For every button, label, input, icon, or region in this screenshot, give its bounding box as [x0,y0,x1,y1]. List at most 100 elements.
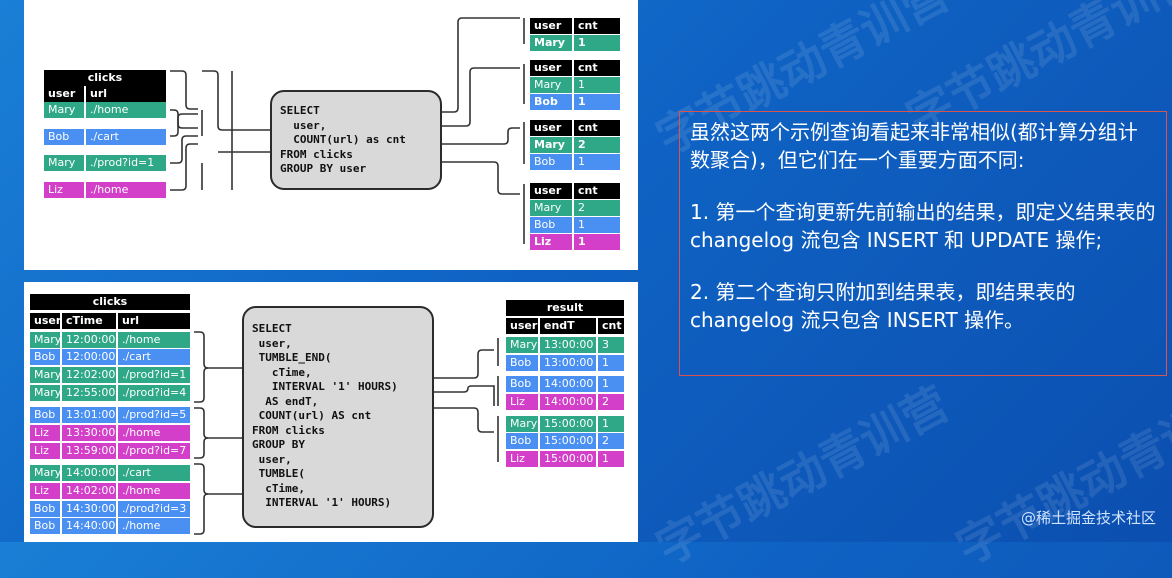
table-cell: Mary [30,385,60,401]
column-header: user [506,318,538,334]
table-cell: ./prod?id=5 [118,407,190,423]
watermark-text: 字节跳动青训营 [647,376,958,576]
table-cell: Bob [530,217,572,233]
sql-line: TUMBLE_END( [252,351,332,364]
table-cell: Bob [44,129,84,145]
table-cell: 14:30:00 [62,501,116,517]
table-cell: ./prod?id=1 [118,367,190,383]
sql-line: cTime, [252,481,305,495]
table-cell: 1 [574,217,620,233]
description-paragraph: 1. 第一个查询更新先前输出的结果，即定义结果表的 changelog 流包含 … [690,200,1156,252]
sql-line: AS endT, [252,394,319,408]
table-cell: Liz [506,394,538,410]
table-cell: 13:30:00 [62,425,116,441]
table-cell: 14:00:00 [540,394,596,410]
sql-line: GROUP BY [252,438,305,451]
description-paragraph: 虽然这两个示例查询看起来非常相似(都计算分组计数聚合)，但它们在一个重要方面不同… [690,120,1138,172]
table-cell: ./prod?id=3 [118,501,190,517]
table-cell: 14:40:00 [62,518,116,534]
table-cell: Mary [30,332,60,348]
column-header: user [530,18,572,34]
table-cell: 1 [574,154,620,170]
diagram-panel-bottom: clicks user cTime url Mary 12:00:00 ./ho… [24,282,638,542]
column-header: cnt [574,120,620,136]
sql-line: INTERVAL '1' HOURS) [252,380,398,393]
table-cell: 3 [598,337,624,353]
table-cell: ./home [86,102,166,118]
sql-line: TUMBLE( [252,467,305,480]
table-cell: ./cart [118,349,190,365]
sql-window-query-box: SELECT user, TUMBLE_END( cTime, INTERVAL… [242,306,434,528]
table-title: result [506,300,624,316]
column-header: cnt [574,60,620,76]
table-cell: 2 [598,433,624,449]
table-cell: 15:00:00 [540,433,596,449]
table-cell: Mary [506,337,538,353]
column-header: cnt [598,318,624,334]
table-cell: ./home [118,518,190,534]
table-cell: 15:00:00 [540,451,596,467]
table-cell: 1 [598,355,624,371]
table-cell: 2 [574,200,620,216]
column-header: user [530,120,572,136]
table-cell: ./prod?id=7 [118,443,190,459]
table-cell: Mary [44,155,84,171]
table-cell: Liz [44,182,84,198]
connector-lines-top [170,17,525,244]
table-cell: Liz [506,451,538,467]
sql-line: FROM clicks [252,423,325,437]
table-cell: Liz [30,443,60,459]
table-cell: 13:00:00 [540,355,596,371]
sql-line: GROUP BY user [280,162,367,175]
table-cell: ./cart [86,129,166,145]
table-cell: ./home [86,182,166,198]
source-credit: @稀土掘金技术社区 [1020,509,1156,527]
table-cell: Mary [44,102,84,118]
table-cell: 1 [574,77,620,93]
table-cell: 2 [598,394,624,410]
table-cell: 13:00:00 [540,337,596,353]
table-cell: Bob [30,349,60,365]
table-cell: 1 [574,234,620,250]
table-cell: 1 [598,451,624,467]
column-header: url [118,313,190,329]
column-header: cnt [574,18,620,34]
table-title: clicks [44,70,166,86]
column-header: user [530,60,572,76]
table-cell: Mary [506,416,538,432]
sql-line: SELECT [280,104,320,117]
table-cell: 1 [574,35,620,51]
description-box: 虽然这两个示例查询看起来非常相似(都计算分组计数聚合)，但它们在一个重要方面不同… [679,111,1167,376]
sql-line: user, [252,452,292,466]
sql-line: COUNT(url) AS cnt [252,409,372,422]
table-cell: Mary [30,367,60,383]
table-cell: ./prod?id=1 [86,155,166,171]
column-header: user [30,313,60,329]
column-header: user [44,86,84,102]
column-header: cTime [62,313,116,329]
table-cell: ./home [118,425,190,441]
table-cell: Mary [530,200,572,216]
column-header: url [86,86,166,102]
table-cell: 13:59:00 [62,443,116,459]
table-cell: 12:55:00 [62,385,116,401]
sql-line: SELECT [252,322,292,335]
table-cell: Liz [530,234,572,250]
table-cell: Mary [530,77,572,93]
table-cell: 12:00:00 [62,349,116,365]
table-cell: 15:00:00 [540,416,596,432]
table-cell: Bob [506,433,538,449]
table-cell: 14:00:00 [540,376,596,392]
table-cell: Bob [506,376,538,392]
table-cell: Mary [530,137,572,153]
table-cell: ./home [118,483,190,499]
table-cell: 12:02:00 [62,367,116,383]
table-cell: Bob [530,94,572,110]
connector-lines-bottom [194,331,499,535]
sql-line: user, [280,118,327,132]
sql-line: COUNT(url) as cnt [280,133,406,146]
table-cell: 12:00:00 [62,332,116,348]
table-cell: 1 [598,416,624,432]
table-cell: 2 [574,137,620,153]
table-cell: 14:02:00 [62,483,116,499]
